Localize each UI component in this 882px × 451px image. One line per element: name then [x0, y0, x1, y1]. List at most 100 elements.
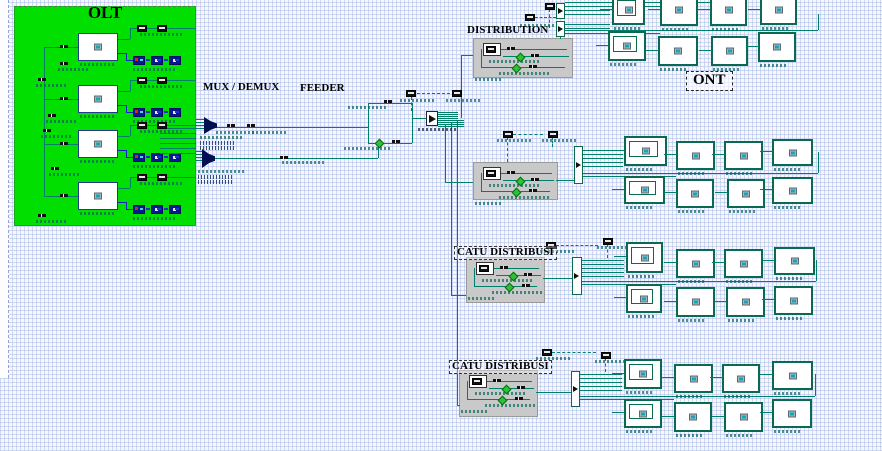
power-meter-icon[interactable]	[157, 174, 167, 181]
connector-icon[interactable]	[392, 140, 400, 143]
power-meter-icon[interactable]	[542, 349, 552, 356]
connector-icon[interactable]	[43, 129, 51, 132]
ont-box[interactable]	[664, 249, 715, 278]
ont-box[interactable]	[712, 402, 763, 432]
connector-icon[interactable]	[60, 45, 68, 48]
power-meter-icon[interactable]	[603, 238, 613, 245]
connector-icon[interactable]	[51, 167, 59, 170]
power-meter-icon[interactable]	[525, 14, 535, 21]
connector-icon[interactable]	[507, 171, 515, 174]
connector-icon[interactable]	[384, 100, 392, 103]
ont-box[interactable]	[699, 36, 748, 66]
ont-box[interactable]	[762, 247, 815, 275]
ont-box[interactable]	[612, 399, 662, 428]
ont-box[interactable]	[710, 364, 760, 393]
ont-box[interactable]	[715, 179, 765, 208]
splitter-1x8[interactable]	[574, 146, 583, 184]
connector-icon[interactable]	[531, 178, 539, 181]
wdm-demux-icon[interactable]	[202, 149, 215, 168]
connector-icon[interactable]	[38, 78, 46, 81]
ont-box[interactable]	[614, 242, 663, 273]
component-label	[610, 63, 636, 66]
ont-box[interactable]	[760, 399, 812, 428]
ont-box[interactable]	[646, 36, 698, 66]
ont-box[interactable]	[760, 361, 813, 390]
ont-box[interactable]	[760, 177, 813, 204]
connector-icon[interactable]	[247, 124, 255, 127]
connector-icon[interactable]	[60, 194, 68, 197]
connector-icon[interactable]	[227, 124, 235, 127]
power-meter-icon[interactable]	[452, 90, 462, 97]
splitter-1x8[interactable]	[572, 257, 582, 295]
wdm-transmitter-box[interactable]	[78, 33, 118, 61]
ont-box[interactable]	[664, 141, 715, 170]
component-icon	[741, 298, 750, 306]
connector-icon[interactable]	[524, 273, 532, 276]
connector-icon[interactable]	[500, 266, 508, 269]
ont-box[interactable]	[648, 0, 698, 26]
ont-box[interactable]	[746, 32, 796, 62]
power-meter-icon[interactable]	[486, 170, 496, 177]
ont-box[interactable]	[600, 0, 645, 25]
ont-box[interactable]	[612, 176, 665, 204]
connector-icon[interactable]	[531, 54, 539, 57]
power-meter-icon[interactable]	[157, 77, 167, 84]
wire	[126, 202, 127, 209]
power-meter-icon[interactable]	[157, 122, 167, 129]
splitter-1x8[interactable]	[556, 3, 565, 19]
power-meter-icon[interactable]	[406, 90, 416, 97]
power-meter-icon[interactable]	[472, 378, 482, 385]
power-splitter[interactable]	[426, 111, 438, 126]
power-meter-icon[interactable]	[545, 3, 555, 10]
splitter-1x8[interactable]	[571, 371, 580, 407]
receiver-chain[interactable]	[133, 108, 181, 119]
power-meter-icon[interactable]	[503, 131, 513, 138]
ont-box[interactable]	[612, 136, 667, 166]
connector-icon[interactable]	[507, 47, 515, 50]
power-meter-icon[interactable]	[479, 265, 489, 272]
ont-box[interactable]	[596, 31, 646, 61]
connector-icon[interactable]	[515, 397, 523, 400]
connector-icon[interactable]	[493, 379, 501, 382]
ont-box[interactable]	[760, 139, 813, 166]
ont-box[interactable]	[714, 287, 765, 317]
connector-icon[interactable]	[529, 65, 537, 68]
ont-box[interactable]	[664, 179, 714, 208]
power-meter-icon[interactable]	[137, 122, 147, 129]
connector-icon[interactable]	[517, 386, 525, 389]
wdm-transmitter-box[interactable]	[78, 182, 118, 210]
wdm-transmitter-box[interactable]	[78, 85, 118, 113]
power-meter-icon[interactable]	[137, 77, 147, 84]
ont-box[interactable]	[712, 249, 763, 278]
receiver-chain[interactable]	[133, 205, 181, 216]
power-meter-icon[interactable]	[486, 46, 496, 53]
connector-icon[interactable]	[60, 97, 68, 100]
power-meter-icon[interactable]	[546, 242, 556, 249]
ont-box[interactable]	[698, 0, 747, 26]
connector-icon[interactable]	[60, 62, 68, 65]
wdm-transmitter-box[interactable]	[78, 130, 118, 158]
connector-icon[interactable]	[38, 214, 46, 217]
ont-box[interactable]	[712, 141, 763, 170]
ont-box[interactable]	[762, 286, 813, 315]
ont-box[interactable]	[614, 284, 662, 313]
splitter-1x8[interactable]	[556, 21, 565, 37]
ont-box[interactable]	[662, 364, 713, 393]
connector-icon[interactable]	[48, 114, 56, 117]
power-meter-icon[interactable]	[137, 174, 147, 181]
power-meter-icon[interactable]	[157, 25, 167, 32]
power-meter-icon[interactable]	[137, 25, 147, 32]
power-meter-icon[interactable]	[601, 352, 611, 359]
receiver-chain[interactable]	[133, 56, 181, 67]
receiver-chain[interactable]	[133, 153, 181, 164]
ont-box[interactable]	[662, 402, 712, 432]
ont-box[interactable]	[664, 287, 715, 317]
connector-icon[interactable]	[522, 284, 530, 287]
connector-icon[interactable]	[529, 189, 537, 192]
power-meter-icon[interactable]	[548, 131, 558, 138]
ont-box[interactable]	[748, 0, 797, 25]
ont-box[interactable]	[612, 359, 662, 389]
connector-icon[interactable]	[280, 156, 288, 159]
component-label	[461, 410, 487, 413]
connector-icon[interactable]	[60, 142, 68, 145]
